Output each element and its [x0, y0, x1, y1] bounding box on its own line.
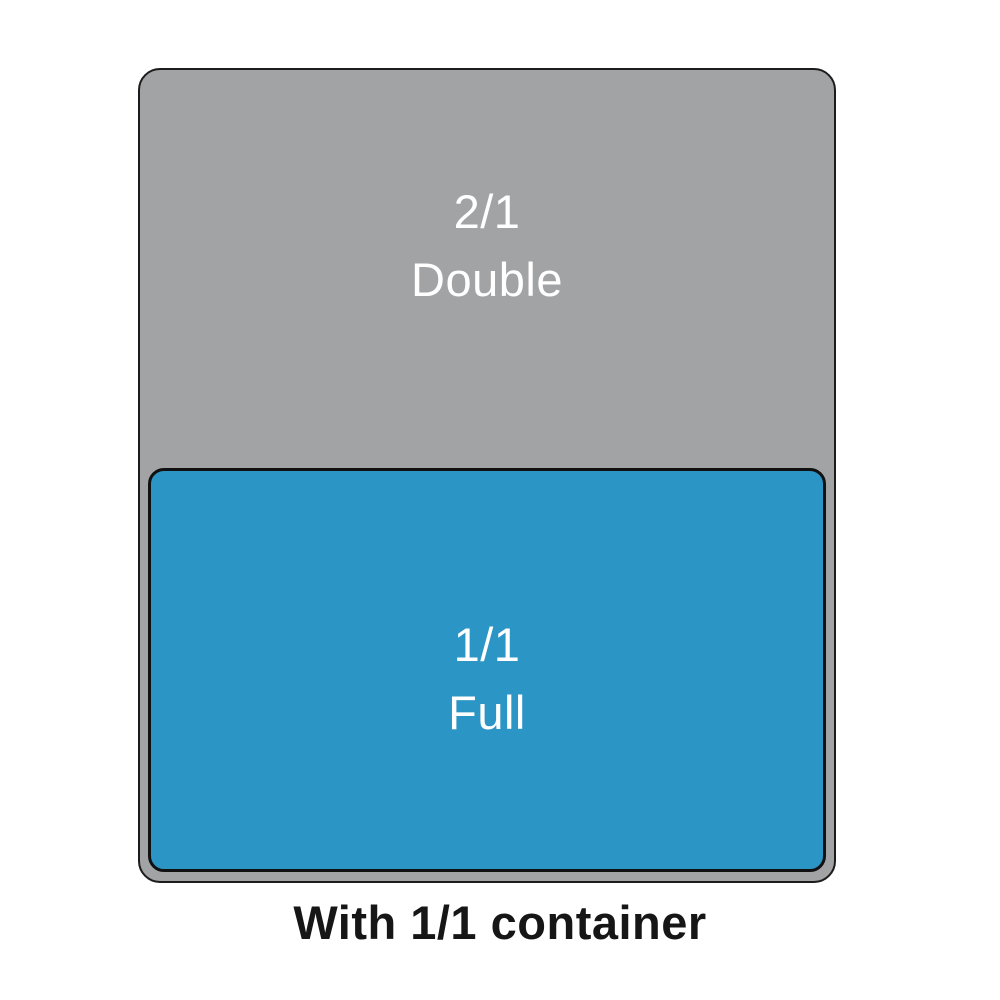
full-pan-shape: 1/1 Full [148, 468, 826, 872]
double-pan-shape: 2/1 Double 1/1 Full [138, 68, 836, 883]
full-pan-name-text: Full [448, 686, 526, 739]
full-pan-size-text: 1/1 [453, 618, 521, 671]
diagram-caption: With 1/1 container [293, 896, 707, 949]
double-pan-label: 2/1 Double [140, 178, 834, 314]
double-pan-name-text: Double [411, 253, 563, 306]
double-pan-size-text: 2/1 [453, 185, 521, 238]
full-pan-label: 1/1 Full [151, 611, 823, 747]
